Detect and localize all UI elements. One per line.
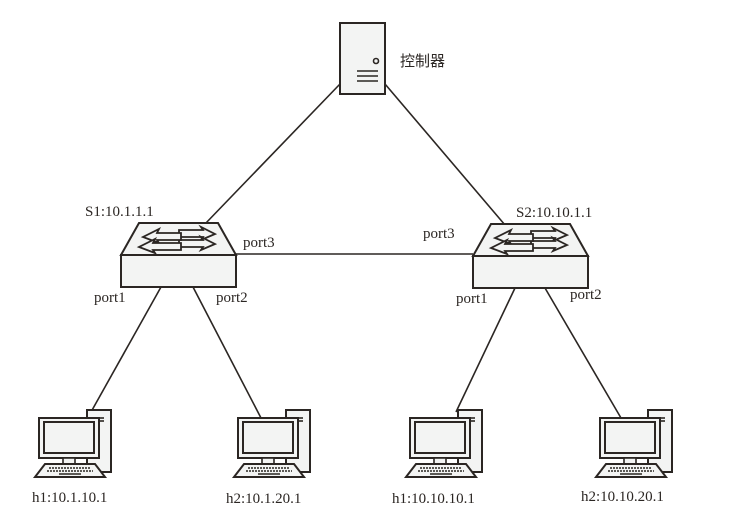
links: [90, 83, 622, 419]
switch-s2: S2:10.10.1.1 port3 port1 port2: [423, 205, 602, 307]
computer-icon: [595, 409, 673, 478]
computer-icon: [233, 409, 311, 478]
link-s1-port2-h2: [192, 286, 262, 419]
link-s2-port2-h2: [544, 287, 622, 419]
switch-icon: [120, 222, 237, 288]
host-h1-s1: h1:10.1.10.1: [32, 409, 112, 506]
controller-server: 控制器: [339, 22, 445, 95]
switch-s2-label: S2:10.10.1.1: [516, 205, 592, 221]
host-h2-s2: h2:10.10.20.1: [581, 409, 673, 505]
link-controller-s2: [384, 83, 506, 226]
controller-label: 控制器: [400, 52, 445, 70]
server-icon: [339, 22, 386, 95]
switch-s1-port1-label: port1: [94, 290, 126, 306]
switch-s1: S1:10.1.1.1 port3 port1 port2: [85, 204, 275, 306]
host-h1-s2: h1:10.10.10.1: [392, 409, 483, 507]
switch-s2-port1-label: port1: [456, 291, 488, 307]
host-h2-s1: h2:10.1.20.1: [226, 409, 311, 507]
link-s1-port1-h1: [90, 286, 162, 413]
link-controller-s1: [204, 83, 341, 225]
host-label: h1:10.10.10.1: [392, 491, 475, 507]
switch-s2-port3-label: port3: [423, 226, 455, 242]
switch-s2-port2-label: port2: [570, 287, 602, 303]
switch-icon: [472, 223, 589, 289]
host-label: h1:10.1.10.1: [32, 490, 107, 506]
host-label: h2:10.1.20.1: [226, 491, 301, 507]
link-s2-port1-h1: [455, 287, 516, 413]
switch-s1-label: S1:10.1.1.1: [85, 204, 154, 220]
computer-icon: [405, 409, 483, 478]
switch-s1-port3-label: port3: [243, 235, 275, 251]
computer-icon: [34, 409, 112, 478]
host-label: h2:10.10.20.1: [581, 489, 664, 505]
switch-s1-port2-label: port2: [216, 290, 248, 306]
